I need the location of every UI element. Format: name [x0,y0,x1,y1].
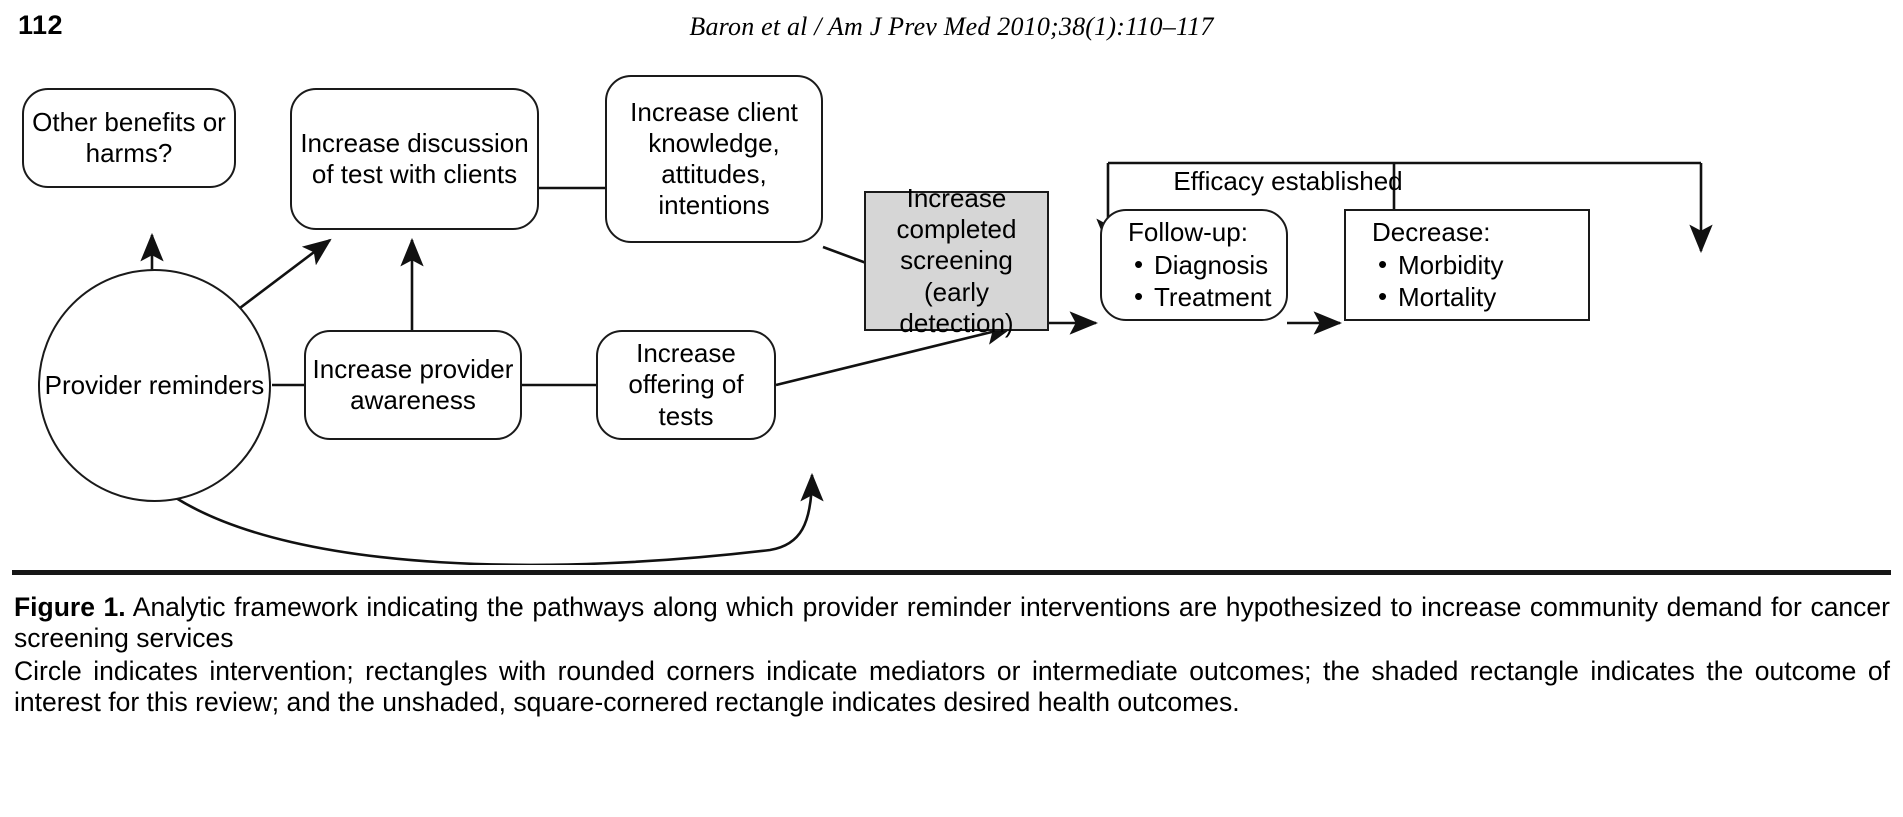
node-label: Increase discussion of test with clients [300,127,529,189]
caption-divider-rule [12,570,1891,575]
follow-up-item-treatment: Treatment [1128,281,1286,313]
node-label: Increase client knowledge, attitudes, in… [630,96,798,221]
analytic-framework-figure: Efficacy established Other benefits or h… [0,55,1903,565]
node-follow-up[interactable]: Follow-up: Diagnosis Treatment [1100,209,1288,321]
journal-reference: Baron et al / Am J Prev Med 2010;38(1):1… [689,12,1214,41]
node-provider-reminders[interactable]: Provider reminders [38,269,271,502]
node-label: Increase completed screening (early dete… [896,183,1017,338]
arrow-offering-to-screening [775,321,1015,387]
follow-up-header: Follow-up: [1128,217,1248,248]
caption-description: Circle indicates intervention; rectangle… [14,655,1890,717]
efficacy-established-label: Efficacy established [1173,166,1403,196]
follow-up-item-diagnosis: Diagnosis [1128,249,1286,281]
follow-up-list: Follow-up: Diagnosis Treatment [1102,217,1286,313]
node-increase-provider-awareness[interactable]: Increase provider awareness [304,330,522,440]
node-increase-offering-of-tests[interactable]: Increase offering of tests [596,330,776,440]
decrease-item-morbidity: Morbidity [1372,249,1588,281]
caption-figure-label: Figure 1. [14,592,126,622]
node-decrease-outcomes[interactable]: Decrease: Morbidity Mortality [1344,209,1590,321]
running-head: 112 Baron et al / Am J Prev Med 2010;38(… [0,0,1903,58]
decrease-header: Decrease: [1372,217,1491,248]
caption-title: Analytic framework indicating the pathwa… [14,592,1890,654]
node-increase-client-knowledge[interactable]: Increase client knowledge, attitudes, in… [605,75,823,243]
decrease-item-mortality: Mortality [1372,281,1588,313]
node-increase-discussion-of-test[interactable]: Increase discussion of test with clients [290,88,539,230]
node-label: Increase offering of tests [628,338,744,431]
decrease-list: Decrease: Morbidity Mortality [1346,217,1588,313]
page-number: 112 [18,10,64,40]
arrow-reminders-to-offering-curve [175,472,824,565]
node-label: Other benefits or harms? [32,106,226,168]
node-label: Provider reminders [44,369,265,400]
node-other-benefits-or-harms[interactable]: Other benefits or harms? [22,88,236,188]
node-label: Increase provider awareness [312,353,514,415]
figure-caption: Figure 1. Analytic framework indicating … [14,592,1890,718]
node-increase-completed-screening[interactable]: Increase completed screening (early dete… [864,183,1049,338]
caption-title-line: Figure 1. Analytic framework indicating … [14,592,1890,655]
